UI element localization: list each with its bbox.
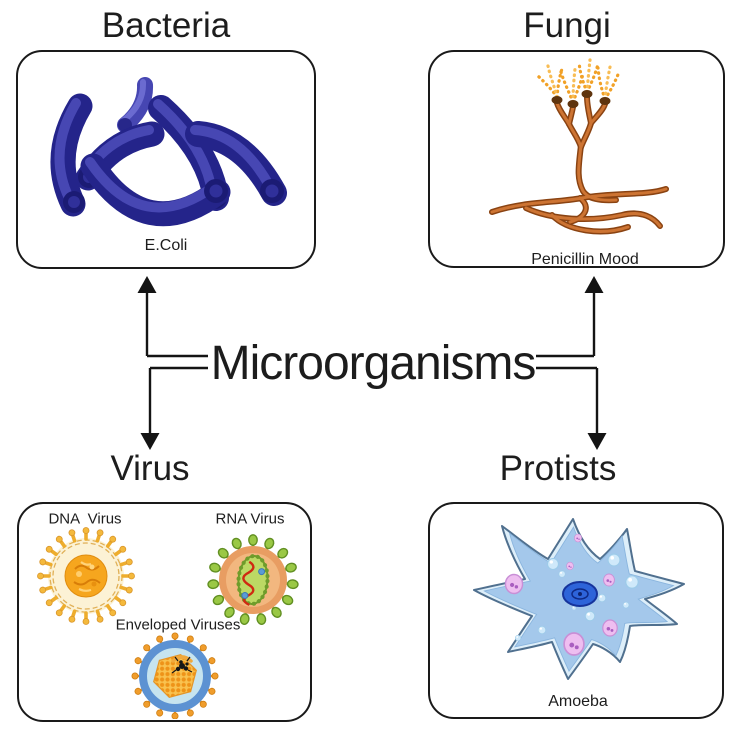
down-arrowhead-icon <box>140 433 160 450</box>
penicillium-mold-icon <box>489 58 669 235</box>
dna-virus-icon <box>35 525 137 627</box>
virus-title: Virus <box>110 449 190 488</box>
fungi-box: Penicillin Mood <box>428 50 725 268</box>
rna-virus-icon <box>206 533 300 627</box>
enveloped-viruses-label: Enveloped Viruses <box>115 616 241 634</box>
rna-virus-label: RNA Virus <box>215 510 285 528</box>
bacteria-title: Bacteria <box>101 6 231 45</box>
bacteria-box: E.Coli <box>16 50 316 269</box>
virus-illustrations <box>35 525 300 719</box>
dna-virus-label: DNA Virus <box>48 510 122 528</box>
enveloped-virus-icon <box>130 631 220 719</box>
nucleus <box>562 581 598 607</box>
bacteria-caption: E.Coli <box>144 237 188 254</box>
up-arrowhead-icon <box>137 276 157 293</box>
protists-title: Protists <box>499 449 617 488</box>
protists-caption: Amoeba <box>548 693 608 710</box>
phage-cluster <box>171 655 193 674</box>
ecoli-bacteria-icon <box>50 77 287 227</box>
up-arrowhead-icon <box>584 276 604 293</box>
protists-box: Amoeba <box>428 502 724 719</box>
virus-box: DNA Virus RNA Virus Enveloped Viruses <box>17 502 312 722</box>
amoeba-icon <box>473 518 685 680</box>
fungi-caption: Penicillin Mood <box>531 251 639 268</box>
diagram-center-title: Microorganisms <box>210 337 537 390</box>
fungi-title: Fungi <box>523 6 611 45</box>
down-arrowhead-icon <box>587 433 607 450</box>
